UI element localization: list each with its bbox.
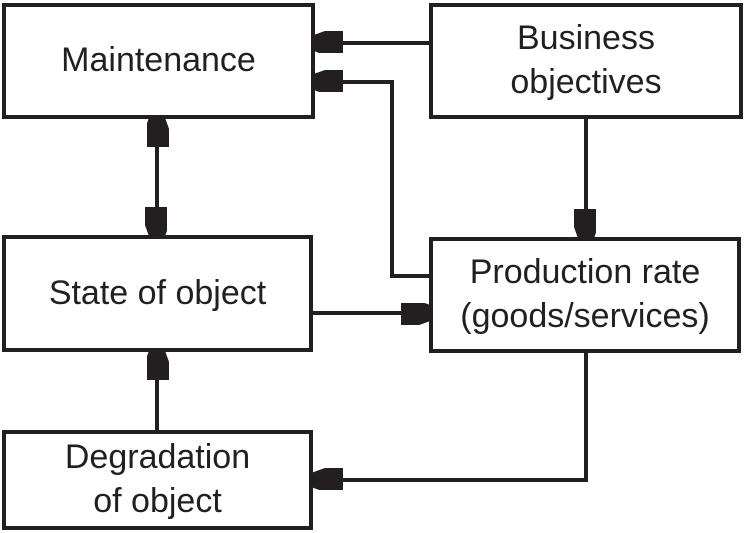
node-degradation-of-object: Degradation of object: [2, 430, 313, 530]
node-state-of-object: State of object: [2, 235, 313, 352]
node-state-of-object-label: State of object: [48, 273, 267, 312]
node-degradation-of-object-label: Degradation of object: [64, 438, 251, 520]
node-production-rate-label: Production rate (goods/services): [460, 253, 710, 335]
arrow-production-rate-to-degradation: [315, 353, 588, 480]
node-business-objectives-label: Business objectives: [510, 19, 662, 101]
node-maintenance-label: Maintenance: [61, 41, 256, 80]
node-business-objectives: Business objectives: [429, 3, 743, 119]
node-production-rate: Production rate (goods/services): [429, 237, 741, 353]
node-maintenance: Maintenance: [2, 3, 315, 119]
arrow-production-rate-to-maintenance: [315, 82, 429, 278]
